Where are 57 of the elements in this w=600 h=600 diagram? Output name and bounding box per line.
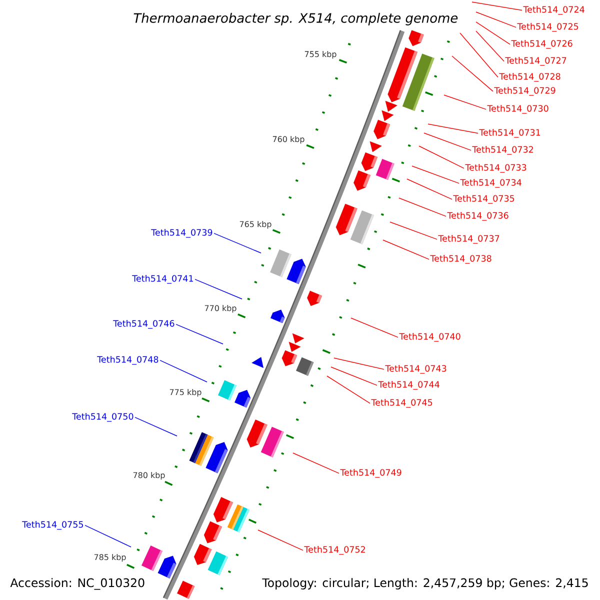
gene-label: Teth514_0752 [304, 546, 365, 555]
gene-label: Teth514_0732 [472, 146, 534, 155]
leader-line [412, 166, 460, 184]
gene-label: Teth514_0734 [460, 178, 522, 188]
leader-line [390, 222, 438, 240]
leader-line [444, 94, 486, 110]
leader-line [214, 232, 262, 254]
leader-line [476, 12, 516, 28]
gene-label: Teth514_0748 [97, 356, 158, 365]
leader-line [350, 318, 398, 338]
leader-line [398, 198, 446, 217]
gene-label: Teth514_0749 [340, 468, 402, 478]
leader-line [452, 56, 494, 92]
gene-label: Teth514_0735 [453, 194, 514, 204]
leader-line [476, 22, 510, 45]
info-text: Topology: circular; Length: 2,457,259 bp; Genes: 2,415 [262, 578, 588, 590]
leader-line [326, 376, 370, 404]
gene-label: Teth514_0730 [487, 104, 548, 114]
leader-line [258, 530, 304, 551]
gene-label: Teth514_0725 [517, 22, 578, 32]
gene-label: Teth514_0750 [72, 412, 134, 422]
gene-label: Teth514_0733 [465, 164, 526, 173]
leader-line [194, 278, 242, 300]
gene-label: Teth514_0739 [151, 228, 212, 238]
gene-label: Teth514_0728 [499, 72, 560, 82]
leader-line [134, 416, 178, 436]
leader-line [84, 524, 132, 548]
gene-label: Teth514_0724 [523, 6, 584, 15]
leader-line [472, 2, 522, 11]
leader-line [406, 178, 452, 200]
gene-label: Teth514_0738 [430, 254, 492, 264]
leader-line [330, 366, 378, 386]
leader-line [334, 358, 384, 370]
title: Thermoanaerobacter sp. X514, complete genome [134, 12, 458, 26]
gene-label: Teth514_0740 [399, 332, 460, 342]
gene-label: Teth514_0737 [438, 234, 500, 244]
gene-label: Teth514_0731 [479, 128, 540, 138]
gene-label: Teth514_0744 [378, 380, 440, 390]
leader-line [424, 132, 472, 151]
gene-label: Teth514_0755 [22, 520, 84, 530]
leader-line [292, 452, 340, 474]
info-text: Accession: NC_010320 [10, 578, 144, 590]
leader-line [176, 324, 224, 344]
gene-label: Teth514_0746 [113, 320, 174, 329]
leader-line [418, 146, 464, 169]
gene-label: Teth514_0736 [447, 212, 508, 221]
gene-label: Teth514_0726 [511, 40, 572, 49]
gene-label: Teth514_0727 [505, 56, 566, 66]
gene-label: Teth514_0729 [494, 86, 556, 96]
leader-line [428, 124, 478, 134]
gene-label: Teth514_0741 [132, 274, 193, 284]
leader-line [160, 360, 208, 382]
gene-label: Teth514_0745 [371, 398, 432, 408]
gene-label: Teth514_0743 [385, 364, 446, 374]
leader-line [476, 30, 504, 62]
leader-line [382, 240, 430, 260]
leader-line [460, 32, 498, 78]
